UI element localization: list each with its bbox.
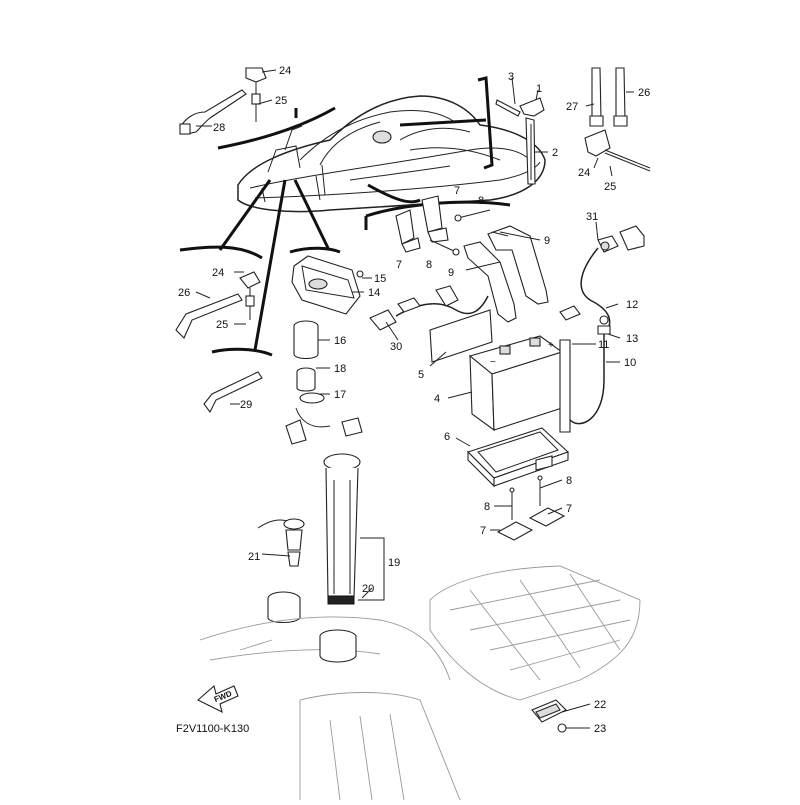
battery-holder-top [395,195,491,256]
bracket-22 [531,699,567,733]
callout: 4 [434,393,440,405]
battery: − + [468,335,564,432]
callout: 7 [566,503,572,515]
callout: 25 [604,181,616,193]
battery-strap [463,225,549,323]
fwd-arrow-icon: FWD [197,684,239,714]
fuel-sender-parts [285,320,363,445]
callout: 1 [536,83,542,95]
callout: 11 [598,339,609,351]
callout: 14 [368,287,380,299]
callout: 31 [586,211,598,223]
callout: 8 [478,195,484,207]
tray-mount-bottom [496,475,566,541]
svg-text:−: − [490,357,496,368]
fuel-sender [323,453,385,605]
watercraft-outline [237,95,546,213]
callout: 24 [212,267,224,279]
callout: 26 [638,87,650,99]
callout: 7 [396,259,402,271]
callout: 25 [216,319,228,331]
clip-set-left [175,271,263,414]
tray-frame [429,565,641,701]
callout: 23 [594,723,606,735]
callout: 13 [626,333,638,345]
callout: 22 [594,699,606,711]
hull-lower-outline [199,616,461,801]
clip-set-top-right [495,67,651,185]
callout: 7 [480,525,486,537]
callout: 20 [362,583,374,595]
control-unit [291,255,364,315]
gauge-sensor [257,518,305,624]
callout: 7 [454,185,460,197]
main-harness [559,225,645,331]
callout: 24 [578,167,590,179]
svg-text:+: + [548,340,554,351]
callout: 17 [334,389,346,401]
battery-cable [369,285,493,363]
callout: 8 [566,475,572,487]
callout: 6 [444,431,450,443]
callout: 8 [484,501,490,513]
callout: 9 [544,235,550,247]
battery-tray [466,427,570,488]
callout: 24 [279,65,291,77]
callout: 28 [213,122,225,134]
callout: 10 [624,357,636,369]
clip-set-top-left [179,67,267,135]
callout: 18 [334,363,346,375]
callout: 27 [566,101,578,113]
callout: 29 [240,399,252,411]
callout: 8 [426,259,432,271]
callout: 26 [178,287,190,299]
callout: 5 [418,369,424,381]
leader-lines [195,69,634,729]
callout: 19 [388,557,400,569]
callout: 25 [275,95,287,107]
callout: 2 [552,147,558,159]
callout: 16 [334,335,346,347]
sensor-wire [559,315,611,433]
callout: 30 [390,341,402,353]
callout: 21 [248,551,260,563]
callout-labels: 24 25 28 3 1 2 27 26 24 25 7 8 7 8 9 9 3… [178,65,650,735]
callout: 9 [448,267,454,279]
callout: 12 [626,299,638,311]
callout: 3 [508,71,514,83]
callout: 15 [374,273,386,285]
diagram-code: F2V1100-K130 [176,723,249,735]
